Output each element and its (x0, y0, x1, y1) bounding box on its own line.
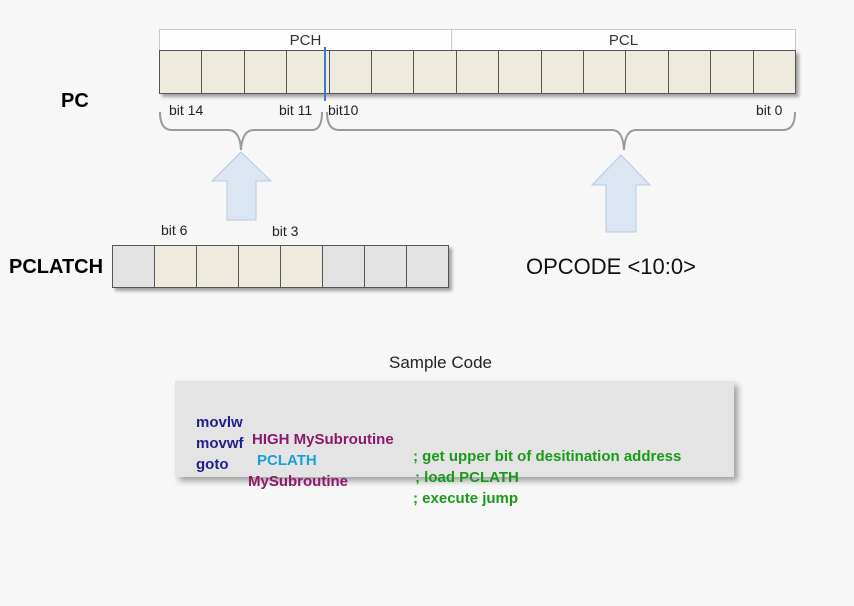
pc-bit-cell (202, 51, 245, 93)
pc-bit-cell (499, 51, 542, 93)
pc-bit10-label: bit10 (328, 102, 359, 118)
braces-and-arrows (159, 111, 796, 233)
pc-bit-cell (244, 51, 288, 93)
pc-bit-cell (668, 51, 712, 93)
pc-bit-cell (584, 51, 627, 93)
pc-bit-cell (711, 51, 754, 93)
pch-pcl-divider (324, 47, 326, 101)
pc-bit-cell (541, 51, 585, 93)
right-brace (326, 111, 796, 151)
pclatch-up-arrow (210, 151, 273, 221)
code-line-2: movwf PCLATH ; load PCLATH (196, 418, 519, 503)
pclatch-bit-cell (239, 246, 281, 287)
code-arg: PCLATH (257, 452, 317, 469)
code-op: movlw (196, 414, 243, 431)
code-arg: MySubroutine (248, 473, 348, 490)
pcl-label: PCL (608, 32, 639, 49)
pclatch-bit-cell (113, 246, 155, 287)
code-line-3: goto MySubroutine ; execute jump (196, 439, 518, 524)
pcl-header: PCL (451, 29, 796, 50)
pc-bit-cell (456, 51, 500, 93)
pc-bit0-label: bit 0 (756, 102, 783, 118)
opcode-label: OPCODE <10:0> (526, 254, 696, 279)
pclatch-bit-cell (323, 246, 365, 287)
pclatch-register (112, 245, 449, 288)
pclatch-label: PCLATCH (9, 256, 104, 278)
code-comment: ; load PCLATH (415, 469, 519, 486)
pclatch-bit-cell (197, 246, 239, 287)
code-arg: HIGH MySubroutine (252, 431, 394, 448)
sample-code-title: Sample Code (389, 353, 493, 372)
pc-bit-cell (160, 51, 203, 93)
pc-bit-cell (753, 51, 796, 93)
pclatch-bit-cell (407, 246, 448, 287)
pc-bit-cell (626, 51, 669, 93)
pc-register (159, 50, 796, 94)
pc-bit11-label: bit 11 (279, 102, 313, 118)
sample-code-box: movlw HIGH MySubroutine ; get upper bit … (175, 381, 734, 507)
code-comment: ; execute jump (413, 490, 519, 507)
code-line-1: movlw HIGH MySubroutine ; get upper bit … (196, 397, 681, 482)
pclatch-bit6-label: bit 6 (161, 222, 188, 238)
left-brace (159, 111, 323, 151)
pc-bit-cell (287, 51, 330, 93)
pc-bit14-label: bit 14 (169, 102, 204, 118)
code-comment: ; get upper bit of desitination address (413, 448, 682, 465)
code-op: goto (196, 456, 229, 473)
pc-bit-cell (372, 51, 415, 93)
pc-bit-cell (329, 51, 373, 93)
pclatch-bit3-label: bit 3 (272, 223, 299, 239)
pclatch-bit-cell (155, 246, 197, 287)
pch-label: PCH (289, 32, 322, 49)
pch-header: PCH (159, 29, 452, 50)
pc-bit-cell (414, 51, 457, 93)
opcode-up-arrow (590, 154, 652, 233)
code-op: movwf (196, 435, 244, 452)
pclatch-bit-cell (281, 246, 323, 287)
pc-label: PC (61, 90, 89, 112)
pclatch-bit-cell (365, 246, 407, 287)
